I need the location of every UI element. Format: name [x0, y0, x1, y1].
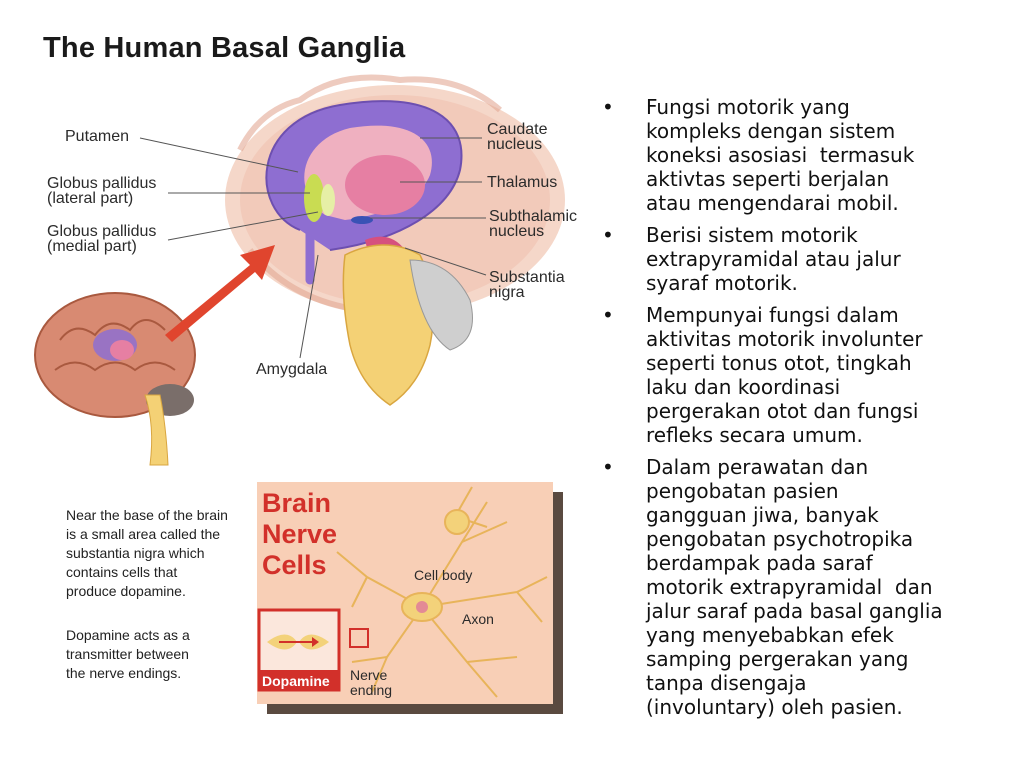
- bullet-item: • Dalam perawatan dan pengobatan pasien g…: [602, 455, 1012, 719]
- pointer-arrow: [165, 245, 275, 342]
- basal-ganglia-illustration: [34, 74, 565, 466]
- label-amygdala: Amygdala: [256, 361, 328, 378]
- slide-title: The Human Basal Ganglia: [43, 32, 406, 64]
- bullet-marker: •: [602, 95, 614, 119]
- bullet-text: Berisi sistem motorik extrapyramidal ata…: [646, 223, 901, 295]
- label-substantia-nigra: Substantia nigra: [489, 269, 565, 301]
- label-dopamine: Dopamine: [262, 673, 330, 689]
- bullet-item: • Mempunyai fungsi dalam aktivitas motori…: [602, 303, 1012, 447]
- side-text-paragraph-2: Dopamine acts as a transmitter between t…: [66, 627, 190, 681]
- label-caudate-nucleus: Caudate nucleus: [487, 121, 548, 153]
- bullet-marker: •: [602, 455, 614, 479]
- label-nerve-ending: Nerve ending: [350, 667, 393, 698]
- label-axon: Axon: [462, 611, 494, 627]
- side-text-paragraph-1: Near the base of the brain is a small ar…: [66, 507, 228, 599]
- label-cell-body: Cell body: [414, 567, 473, 583]
- bullet-text: Fungsi motorik yang kompleks dengan sist…: [646, 95, 915, 215]
- nerve-cell-drawing: [257, 486, 548, 698]
- bullet-item: • Berisi sistem motorik extrapyramidal at…: [602, 223, 1012, 295]
- bullet-text: Mempunyai fungsi dalam aktivitas motorik…: [646, 303, 923, 447]
- label-putamen: Putamen: [65, 128, 130, 145]
- bullet-marker: •: [602, 223, 614, 247]
- bullet-marker: •: [602, 303, 614, 327]
- label-thalamus: Thalamus: [487, 174, 558, 191]
- label-globus-pallidus-lateral: Globus pallidus (lateral part): [47, 175, 157, 207]
- label-globus-pallidus-medial: Globus pallidus (medial part): [47, 223, 157, 255]
- inset-heading: Brain Nerve Cells: [262, 488, 338, 580]
- brain-section-image: [225, 74, 565, 406]
- small-brain-image: [34, 292, 196, 466]
- bullet-item: • Fungsi motorik yang kompleks dengan sis…: [602, 95, 1012, 215]
- leader-lines: [139, 137, 487, 359]
- label-subthalamic-nucleus: Subthalamic nucleus: [489, 208, 578, 240]
- bullet-list: • Fungsi motorik yang kompleks dengan sis…: [602, 95, 1012, 727]
- bullet-text: Dalam perawatan dan pengobatan pasien ga…: [646, 455, 943, 719]
- nerve-cells-inset: [257, 482, 553, 704]
